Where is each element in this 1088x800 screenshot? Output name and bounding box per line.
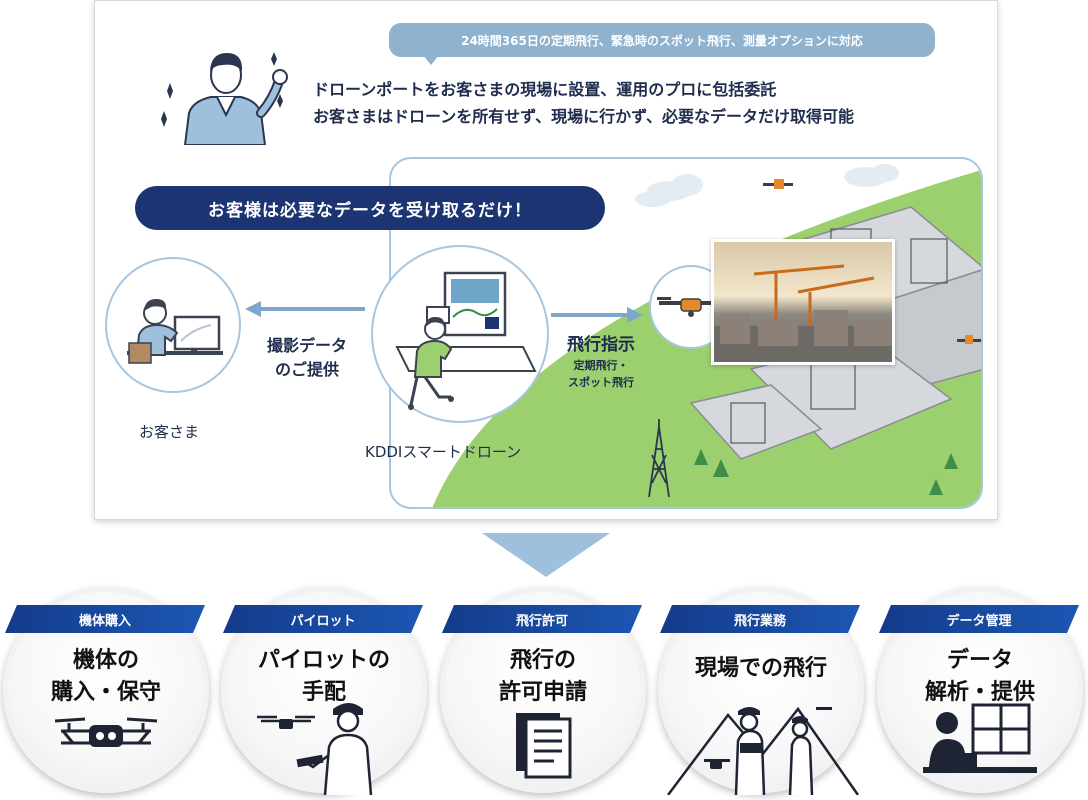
customer-at-desk-icon (127, 299, 223, 364)
headline-line-2: お客さまはドローンを所有せず、現場に行かず、必要なデータだけ取得可能 (313, 107, 854, 126)
sparkle-icon (167, 83, 173, 99)
service-title-line-1: パイロットの (257, 648, 390, 673)
headline: ドローンポートをお客さまの現場に設置、運用のプロに包括委託 お客さまはドローンを… (313, 76, 854, 130)
service-tab: データ管理 (879, 605, 1079, 633)
construction-site-photo (711, 239, 895, 365)
crane-photo-icon (714, 264, 892, 362)
flight-instruction-label: 飛行指示 定期飛行・ スポット飛行 (553, 333, 649, 391)
flight-instruction-title: 飛行指示 (567, 335, 635, 355)
data-analyst-icon (923, 703, 1037, 773)
field-workers-icon (667, 706, 860, 795)
service-item: 飛行許可 飛行の 許可申請 (440, 587, 646, 800)
service-title-line-1: 飛行の (509, 648, 576, 673)
data-delivery-arrow (245, 301, 365, 317)
service-title-line-1: データ (946, 648, 1013, 673)
flight-instruction-arrow (551, 307, 643, 323)
flight-instruction-sub-2: スポット飛行 (568, 376, 634, 389)
banner-tail (423, 55, 439, 65)
data-delivery-line-2: のご提供 (274, 360, 339, 379)
data-delivery-line-1: 撮影データ (266, 336, 347, 355)
service-overview-panel: 24時間365日の定期飛行、緊急時のスポット飛行、測量オプションに対応 ドローン… (94, 0, 998, 520)
service-title-line-1: 機体の (72, 648, 139, 673)
pilot-icon (257, 703, 373, 795)
drone-icon (54, 717, 158, 747)
flight-instruction-sub-1: 定期飛行・ (573, 359, 629, 372)
customer-label: お客さま (139, 423, 200, 441)
service-item: 機体購入 機体の 購入・保守 (3, 587, 209, 800)
service-title-line-2: 手配 (301, 680, 346, 705)
headline-line-1: ドローンポートをお客さまの現場に設置、運用のプロに包括委託 (313, 80, 777, 99)
operator-workstation-icon (395, 271, 537, 410)
service-tab: 機体購入 (5, 605, 205, 633)
service-item: データ管理 データ 解析・提供 (877, 587, 1083, 800)
service-tab: 飛行業務 (660, 605, 860, 633)
documents-icon (516, 713, 572, 779)
worker-icon (161, 52, 288, 145)
service-tab: パイロット (223, 605, 423, 633)
flow-down-arrow (482, 533, 610, 577)
service-title-line-2: 許可申請 (498, 680, 587, 705)
service-item: パイロット パイロットの 手配 (221, 587, 427, 800)
service-title-line-1: 現場での飛行 (694, 656, 827, 681)
sparkle-icon (161, 111, 167, 127)
service-tab: 飛行許可 (442, 605, 642, 633)
provider-label: KDDIスマートドローン (365, 443, 522, 461)
data-only-pill: お客様は必要なデータを受け取るだけ！ (135, 186, 605, 230)
service-banner: 24時間365日の定期飛行、緊急時のスポット飛行、測量オプションに対応 (389, 23, 935, 57)
customer-circle (105, 257, 241, 393)
service-title-line-2: 購入・保守 (50, 680, 161, 705)
sparkle-icon (277, 94, 283, 108)
service-item: 飛行業務 現場での飛行 (658, 587, 864, 800)
service-title-line-2: 解析・提供 (924, 680, 1035, 705)
sparkle-icon (271, 52, 277, 66)
data-delivery-label: 撮影データ のご提供 (257, 334, 357, 382)
provider-circle (371, 245, 549, 423)
